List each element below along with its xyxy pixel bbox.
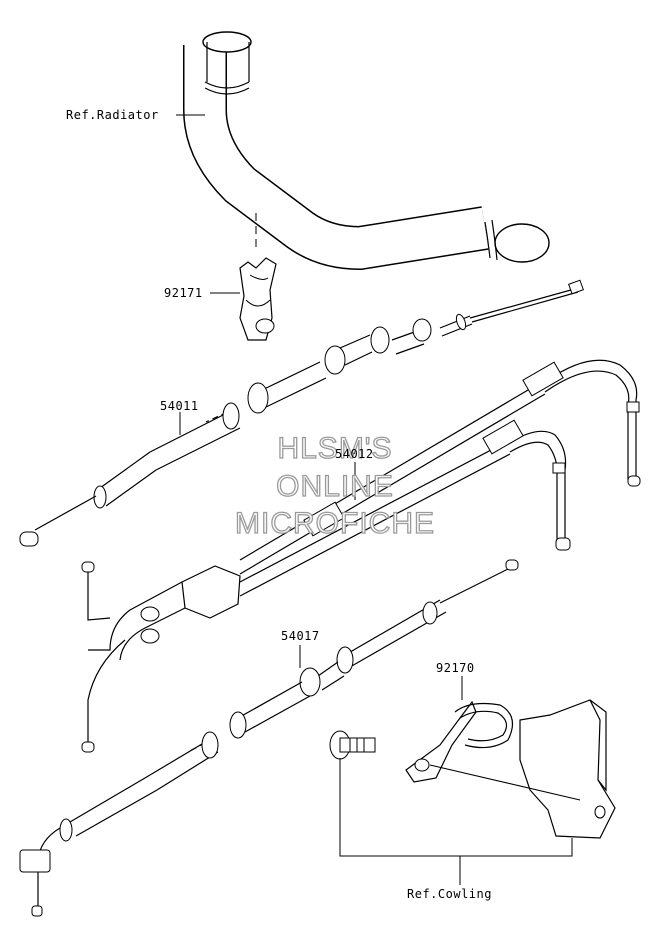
label-92171: 92171 [164, 286, 203, 300]
bracket-92170 [405, 700, 514, 783]
bolt-to-cowling-line [429, 764, 581, 801]
label-ref-cowling: Ref.Cowling [407, 887, 492, 901]
svg-text:ONLINE: ONLINE [276, 470, 394, 503]
cable-54012 [81, 359, 641, 753]
watermark: HLSM'S ONLINE MICROFICHE [234, 431, 435, 540]
cable-54011 [19, 279, 584, 547]
cowling-bracket [519, 699, 616, 839]
label-54012: 54012 [335, 447, 374, 461]
label-54017: 54017 [281, 629, 320, 643]
label-ref-radiator: Ref.Radiator [66, 108, 159, 122]
clamp-92171 [239, 257, 277, 341]
svg-text:MICROFICHE: MICROFICHE [235, 507, 435, 540]
label-54011: 54011 [160, 399, 199, 413]
radiator-hose [183, 31, 550, 271]
cable-54017 [19, 559, 519, 917]
svg-text:HLSM'S: HLSM'S [277, 432, 392, 465]
cowling-bracket-line [339, 758, 573, 857]
label-92170: 92170 [436, 661, 475, 675]
bolt [329, 730, 376, 760]
